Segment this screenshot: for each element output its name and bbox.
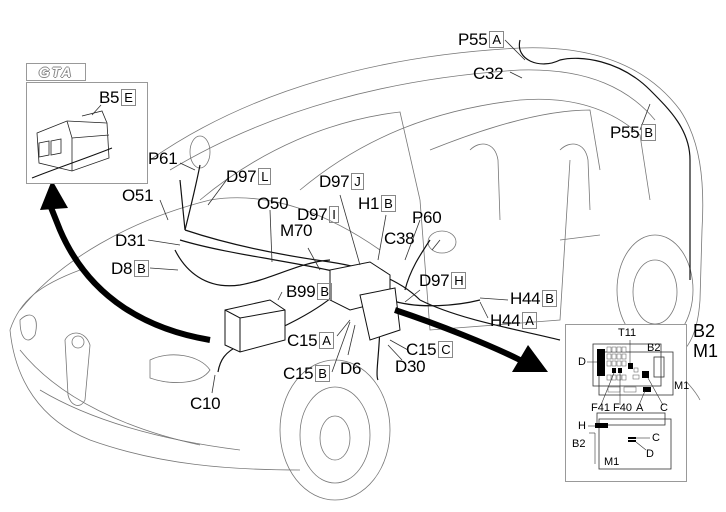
fuse-label-c: C xyxy=(660,402,668,414)
fusebox-illustration xyxy=(31,104,113,179)
label-c10: C10 xyxy=(190,394,221,413)
label-c32: C32 xyxy=(473,64,504,83)
label-d31: D31 xyxy=(115,231,146,250)
label-p60: P60 xyxy=(412,208,442,227)
fuse-label-t11: T11 xyxy=(618,327,637,339)
label-o51: O51 xyxy=(122,186,154,205)
fuse-label-b2: B2 xyxy=(647,342,661,354)
inset-title-m1: M1 xyxy=(693,341,719,361)
label-p61: P61 xyxy=(148,149,178,168)
label-m70: M70 xyxy=(280,221,313,240)
fuse-label-f40: F40 xyxy=(613,402,632,414)
label-d30: D30 xyxy=(395,357,426,376)
gta-badge: GTA xyxy=(26,63,86,81)
fuse-label-m1-lower: M1 xyxy=(604,456,620,468)
label-d6: D6 xyxy=(340,359,362,378)
label-c38: C38 xyxy=(384,229,415,248)
fuse-label-b2-lower: B2 xyxy=(572,438,586,450)
fusebox-schematic xyxy=(587,340,674,470)
fuse-label-h: H xyxy=(578,420,586,432)
fusebox-location-inset: T11 B2 D M1 F41 F40 A C H B2 M1 C D xyxy=(565,324,690,482)
fuse-label-a: A xyxy=(636,402,644,414)
inset-title-b2: B2 xyxy=(693,321,716,341)
fuse-label-d: D xyxy=(578,356,586,368)
fuse-label-f41: F41 xyxy=(591,402,610,414)
fuse-label-m1: M1 xyxy=(674,380,690,392)
fuse-label-d-lower: D xyxy=(646,448,654,460)
fuse-label-c-lower: C xyxy=(652,432,660,444)
label-o50: O50 xyxy=(257,194,289,213)
label-box: E xyxy=(121,89,136,106)
